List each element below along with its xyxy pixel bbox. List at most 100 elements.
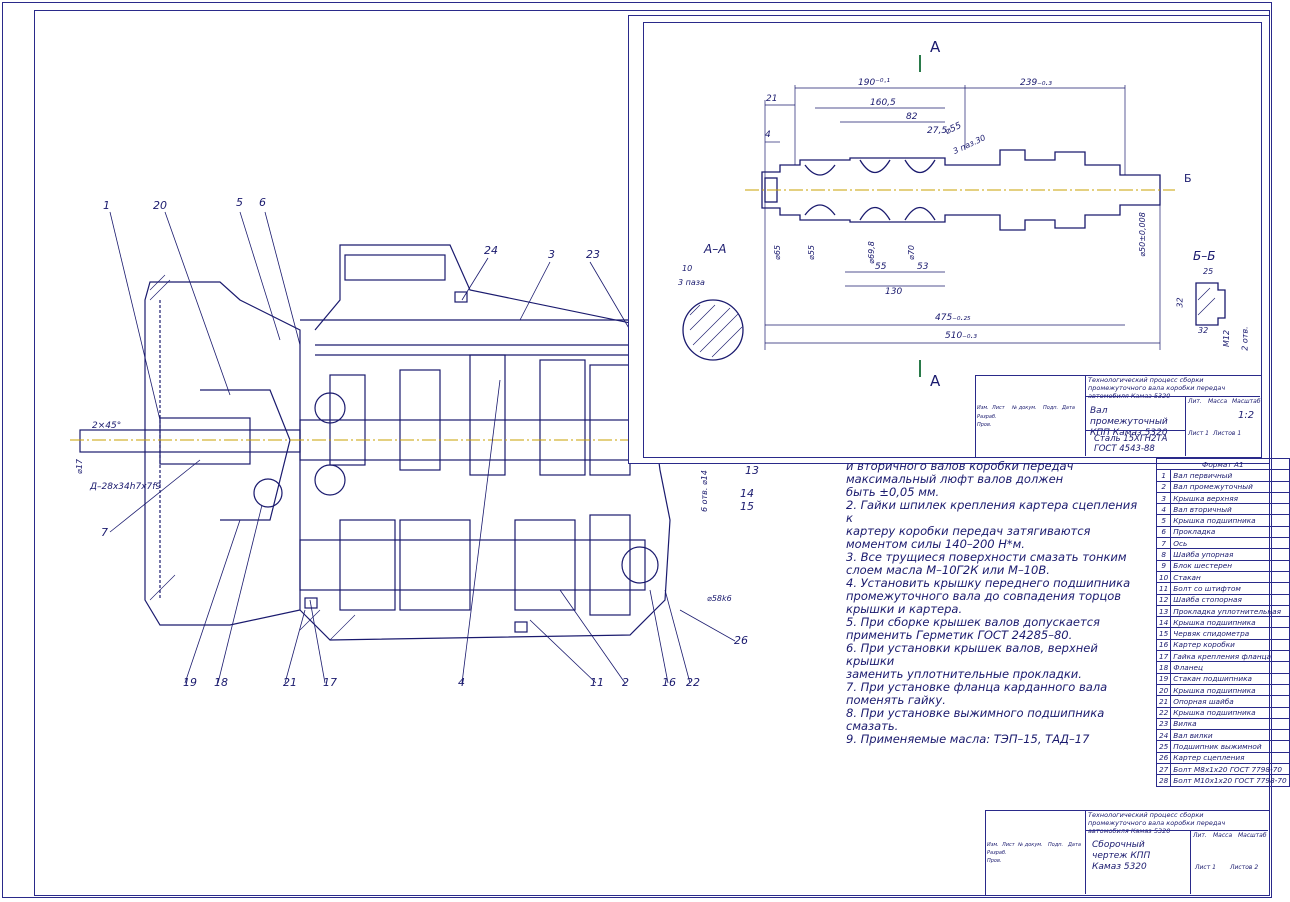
callout-3: 3 — [548, 248, 555, 261]
section-a-marker-top: А — [930, 38, 941, 56]
dim-53: 53 — [917, 262, 929, 272]
technical-notes: и вторичного валов коробки передач макси… — [846, 460, 1146, 746]
main-lit-label: Лит. — [1193, 832, 1207, 839]
spec-name: Ось — [1170, 537, 1290, 550]
callout-14: 14 — [740, 487, 754, 500]
spec-name: Вал промежуточный — [1170, 480, 1290, 493]
dim-dia58: ⌀58k6 — [707, 594, 732, 603]
dim-m12: М12 — [1222, 329, 1232, 348]
callout-1: 1 — [103, 199, 110, 212]
spec-name: Блок шестерен — [1170, 559, 1290, 572]
main-scale-label: Масштаб — [1238, 832, 1267, 839]
detail-sheets-label: Листов 1 — [1213, 430, 1242, 437]
detail-title-block — [975, 375, 1262, 458]
callout-16: 16 — [662, 676, 676, 689]
detail-tb-divider-3 — [1185, 396, 1186, 456]
callout-13: 13 — [745, 464, 759, 477]
main-razrab: Разраб. — [987, 850, 1007, 856]
detail-inner-frame — [643, 22, 1262, 458]
section-a-marker-bottom: А — [930, 372, 941, 390]
detail-razrab: Разраб. — [977, 414, 997, 420]
spec-name: Болт М10х1х20 ГОСТ 7798-70 — [1170, 774, 1290, 787]
spec-pos: 13 — [1155, 604, 1172, 618]
spec-name: Крышка подшипника — [1170, 706, 1290, 719]
callout-21: 21 — [283, 676, 297, 689]
spec-pos: 18 — [1155, 661, 1172, 674]
main-list: Лист — [1002, 842, 1015, 848]
note-line: смазать. — [846, 719, 899, 733]
spec-pos: 16 — [1155, 638, 1172, 652]
note-line: 3. Все трущиеся поверхности смазать тонк… — [846, 550, 1127, 564]
section-a-title: А–А — [704, 242, 727, 256]
main-sheets-label: Листов 2 — [1230, 864, 1259, 871]
top-cover — [314, 244, 641, 331]
detail-prov: Пров. — [977, 422, 992, 428]
note-line: максимальный люфт валов должен — [846, 472, 1064, 486]
callout-17: 17 — [323, 676, 337, 689]
callout-20: 20 — [153, 199, 167, 212]
dim-82: 82 — [906, 112, 918, 122]
section-b-title: Б–Б — [1193, 249, 1216, 263]
spec-pos: 3 — [1155, 491, 1172, 505]
note-line: слоем масла М–10Г2К или М–10В. — [846, 563, 1050, 577]
spec-name: Фланец — [1170, 661, 1290, 674]
spec-pos: 23 — [1155, 717, 1172, 731]
spec-name: Вал вилки — [1170, 729, 1290, 742]
spec-pos: 1 — [1155, 469, 1172, 482]
note-line: 2. Гайки шпилек крепления картера сцепле… — [846, 498, 1138, 525]
spec-pos: 24 — [1155, 729, 1172, 742]
section-a-circle — [682, 299, 744, 361]
callout-24: 24 — [484, 244, 498, 257]
note-line: 6. При установки крышек валов, верхней к… — [846, 641, 1098, 668]
note-line: 9. Применяемые масла: ТЭП–15, ТАД–17 — [846, 732, 1090, 746]
dim-spline: Д–28х34h7х7f9 — [90, 482, 162, 492]
callout-4: 4 — [458, 676, 465, 689]
section-b-marker: Б — [1184, 172, 1192, 185]
spec-name: Опорная шайба — [1170, 695, 1290, 708]
detail-izm: Изм. — [977, 405, 989, 411]
spec-pos: 20 — [1155, 683, 1172, 697]
detail-tb-grid — [975, 375, 1086, 456]
main-podp: Подп. — [1048, 842, 1064, 848]
spec-name: Крышка верхняя — [1170, 491, 1290, 505]
spec-pos: 11 — [1155, 582, 1172, 595]
dim-25: 25 — [1203, 267, 1214, 276]
dim-32-side: 32 — [1175, 297, 1185, 308]
spec-pos: 26 — [1155, 751, 1172, 765]
spec-pos: 14 — [1155, 616, 1172, 629]
note-line: моментом силы 140–200 Н*м. — [846, 537, 1025, 551]
spec-name: Стакан подшипника — [1170, 672, 1290, 685]
note-line: 4. Установить крышку переднего подшипник… — [846, 576, 1131, 590]
dim-55: 55 — [875, 262, 887, 272]
counter-shaft — [299, 539, 646, 591]
dim-10: 10 — [682, 264, 693, 273]
spec-name: Крышка подшипника — [1170, 514, 1290, 527]
clutch-housing — [144, 281, 301, 626]
main-tb-divider — [1085, 830, 1268, 831]
spec-name: Гайка крепления фланца — [1170, 650, 1290, 663]
main-data: Дата — [1068, 842, 1081, 848]
dim-475: 475₋₀.₂₅ — [935, 313, 971, 323]
main-tb-divider-2 — [1190, 830, 1191, 894]
spec-pos: 5 — [1155, 514, 1172, 527]
note-line: промежуточного вала до совпадения торцов — [846, 589, 1122, 603]
spec-pos: 7 — [1155, 537, 1172, 550]
main-sheet-label: Лист 1 — [1195, 864, 1216, 871]
dim-dia70: ⌀70 — [907, 245, 916, 260]
spec-header: Формат А1 — [1156, 457, 1290, 471]
